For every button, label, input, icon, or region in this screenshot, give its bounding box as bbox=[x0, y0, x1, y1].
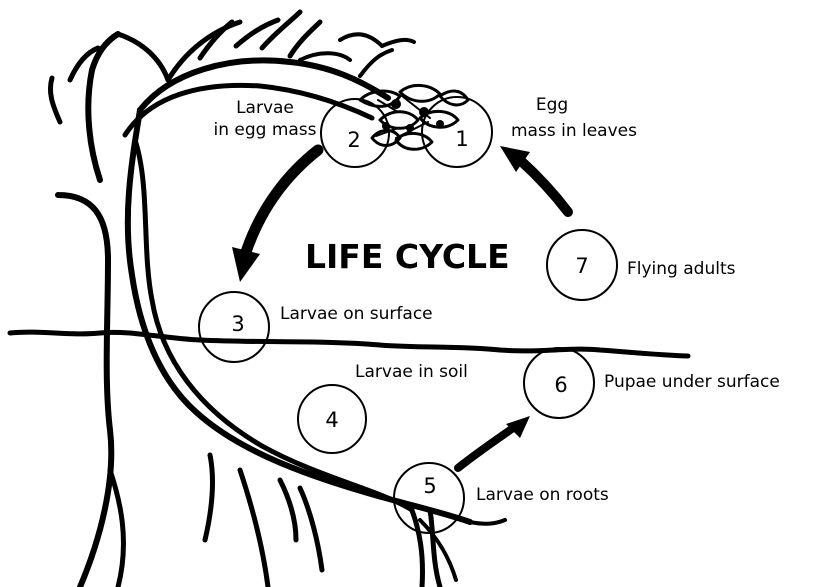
stage-5-number: 5 bbox=[423, 474, 436, 498]
ground-surface-line bbox=[10, 332, 688, 356]
stage-5-label: Larvae on roots bbox=[476, 485, 609, 505]
stage-6-number: 6 bbox=[554, 373, 567, 397]
stage-2-label-line-1: Larvae bbox=[236, 98, 294, 118]
leaf-egg-cluster bbox=[360, 85, 468, 149]
stage-7-label: Flying adults bbox=[627, 259, 736, 279]
arrow-7-to-1 bbox=[500, 146, 568, 212]
stage-1-label-line-2: mass in leaves bbox=[511, 121, 637, 141]
stage-1-label-line-1: Egg bbox=[536, 95, 568, 115]
stage-4-label: Larvae in soil bbox=[355, 362, 468, 382]
stage-4-number: 4 bbox=[325, 408, 338, 432]
stage-1-number: 1 bbox=[455, 127, 468, 151]
stage-3-label: Larvae on surface bbox=[280, 304, 433, 324]
stage-6-label: Pupae under surface bbox=[604, 372, 780, 392]
diagram-title: LIFE CYCLE bbox=[305, 237, 510, 276]
stage-3-number: 3 bbox=[231, 312, 244, 336]
stage-2-number: 2 bbox=[347, 128, 360, 152]
stage-7-number: 7 bbox=[575, 254, 588, 278]
arrow-5-to-6 bbox=[458, 416, 530, 468]
stage-2-label-line-2: in egg mass bbox=[213, 120, 316, 140]
